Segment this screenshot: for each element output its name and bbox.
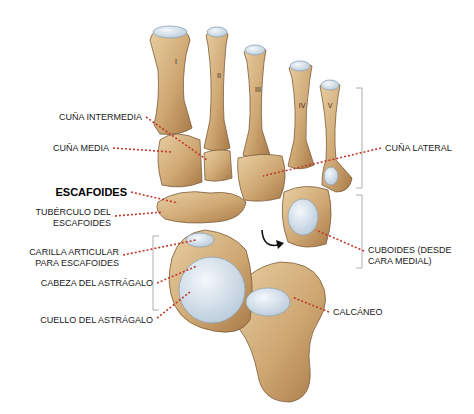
bone-label: CUÑA INTERMEDIA [59, 112, 142, 123]
part-label: CABEZA DEL ASTRÁGALO [41, 278, 153, 289]
metatarsal-number: IV [299, 102, 306, 110]
bone-label: ESCAFOIDES [55, 186, 127, 199]
bone-label: CUBOIDES (DESDE CARA MEDIAL) [368, 245, 468, 267]
part-label: CUELLO DEL ASTRÁGALO [40, 315, 153, 326]
part-label: CARILLA ARTICULAR PARA ESCAFOIDES [11, 247, 119, 269]
bone-label: CALCÁNEO [333, 307, 383, 318]
metatarsal-number: V [328, 102, 333, 110]
bone-label: CUÑA MEDIA [53, 143, 109, 154]
bone-label: CUÑA LATERAL [385, 143, 452, 154]
part-label: TUBÉRCULO DEL ESCAFOIDES [23, 207, 111, 229]
metatarsal-number: I [175, 58, 177, 66]
metatarsal-number: II [217, 72, 221, 80]
metatarsal-number: III [255, 86, 261, 94]
